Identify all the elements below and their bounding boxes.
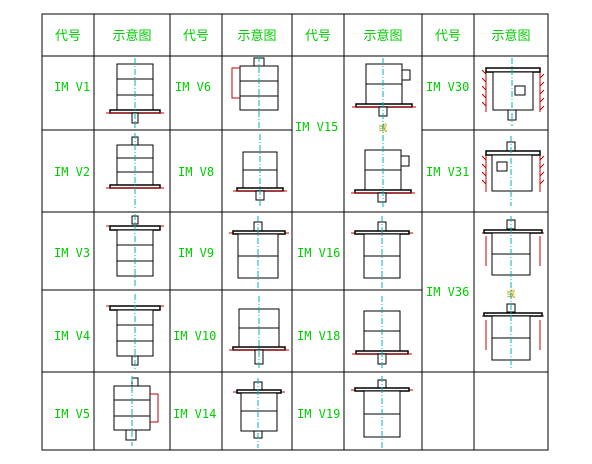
diagram-v10	[229, 296, 289, 370]
header-diagram: 示意图	[112, 28, 151, 44]
side-bracket	[150, 393, 159, 423]
code-label-v30: IM V30	[426, 80, 469, 94]
code-label-v16: IM V16	[297, 246, 340, 260]
mount-wall-left	[481, 152, 487, 192]
terminal-box	[401, 69, 411, 81]
code-label-v4: IM V4	[54, 329, 90, 343]
code-label-v1: IM V1	[54, 80, 90, 94]
diagram-v36: 或	[482, 216, 544, 368]
code-label-v19: IM V19	[297, 407, 340, 421]
code-label-v14: IM V14	[173, 407, 216, 421]
side-bracket	[485, 320, 541, 350]
motor-body	[491, 154, 533, 192]
diagram-v5	[113, 376, 159, 446]
code-label-v8: IM V8	[178, 165, 214, 179]
side-bracket	[485, 236, 541, 266]
code-label-v6: IM V6	[175, 80, 211, 94]
mount-wall-right	[539, 152, 545, 192]
terminal-box	[496, 161, 508, 172]
diagram-v14	[233, 378, 285, 448]
header-code: 代号	[305, 29, 331, 44]
diagram-v30	[481, 58, 545, 126]
flange	[485, 67, 541, 73]
terminal-box	[400, 155, 410, 167]
flange	[485, 150, 541, 156]
code-label-v2: IM V2	[54, 165, 90, 179]
table-border	[41, 13, 549, 451]
diagram-v18	[352, 296, 412, 370]
table-grid	[41, 13, 549, 451]
terminal-box	[514, 85, 526, 96]
diagram-v2	[106, 133, 164, 208]
header-code: 代号	[183, 29, 209, 44]
code-label-v15: IM V15	[295, 120, 338, 134]
diagram-v1	[106, 58, 164, 128]
header-diagram: 示意图	[491, 28, 530, 44]
diagram-v8	[233, 134, 287, 208]
code-label-v9: IM V9	[178, 246, 214, 260]
header-diagram: 示意图	[363, 28, 402, 44]
diagram-v6	[231, 56, 279, 128]
shaft	[377, 192, 387, 203]
code-label-v3: IM V3	[54, 246, 90, 260]
header-code: 代号	[55, 29, 81, 44]
diagram-v19	[351, 376, 413, 448]
code-label-v31: IM V31	[426, 165, 469, 179]
diagram-v9	[229, 216, 289, 288]
diagram-v31	[481, 136, 545, 206]
diagram-v16	[351, 216, 413, 288]
mount-wall-right	[539, 70, 545, 112]
diagram-v4	[106, 294, 164, 369]
header-code: 代号	[435, 29, 461, 44]
mount-wall-left	[481, 69, 487, 112]
motor-body	[492, 71, 534, 111]
diagram-v3	[106, 214, 164, 286]
code-label-v5: IM V5	[54, 407, 90, 421]
shaft	[125, 429, 137, 441]
shaft	[131, 377, 139, 387]
code-label-v10: IM V10	[173, 329, 216, 343]
diagram-v15: 或	[351, 58, 416, 208]
side-bracket	[231, 67, 240, 99]
header-row: 代号 示意图 代号 示意图 代号 示意图 代号 示意图	[55, 28, 531, 44]
motor-body	[240, 392, 278, 432]
header-diagram: 示意图	[237, 28, 276, 44]
code-labels: IM V1 IM V2 IM V3 IM V4 IM V5 IM V6 IM V…	[54, 80, 469, 421]
code-label-v18: IM V18	[297, 329, 340, 343]
code-label-v36: IM V36	[426, 285, 469, 299]
